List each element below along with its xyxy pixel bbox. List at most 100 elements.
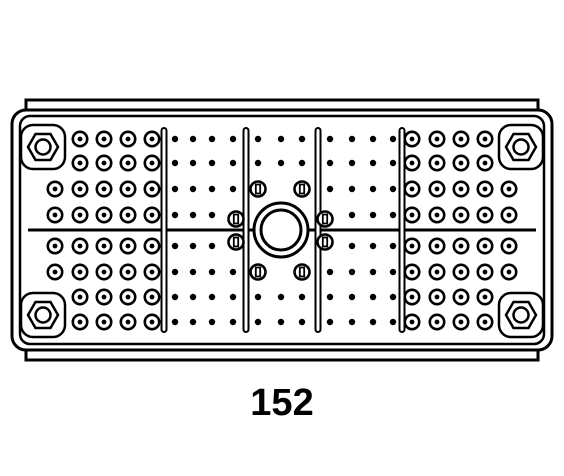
contact-center-l6 bbox=[125, 160, 131, 166]
contact-center-l0 bbox=[77, 136, 83, 142]
contact-center-l34 bbox=[125, 319, 131, 325]
pin-15 bbox=[254, 159, 262, 167]
contact-center-r10 bbox=[458, 186, 464, 192]
pin-55 bbox=[277, 293, 285, 301]
pin-71 bbox=[389, 318, 397, 326]
key-slot-3 bbox=[232, 213, 240, 225]
mounting-hex-nuts bbox=[19, 123, 545, 339]
pin-53 bbox=[229, 293, 237, 301]
key-6 bbox=[316, 233, 334, 251]
pin-66 bbox=[277, 318, 285, 326]
contact-center-r31 bbox=[482, 294, 488, 300]
contact-center-r2 bbox=[458, 136, 464, 142]
pin-12 bbox=[189, 159, 197, 167]
pin-36 bbox=[171, 242, 179, 250]
key-slot-5 bbox=[232, 236, 240, 248]
contact-center-l27 bbox=[149, 269, 155, 275]
key-slot-2 bbox=[298, 183, 306, 195]
contact-center-l30 bbox=[125, 294, 131, 300]
pin-4 bbox=[254, 135, 262, 143]
pin-20 bbox=[369, 159, 377, 167]
pin-39 bbox=[348, 242, 356, 250]
contact-center-r11 bbox=[482, 186, 488, 192]
contact-center-l28 bbox=[77, 294, 83, 300]
divider-bar-4 bbox=[398, 127, 406, 333]
pin-50 bbox=[171, 293, 179, 301]
pin-57 bbox=[326, 293, 334, 301]
contact-center-l17 bbox=[149, 212, 155, 218]
pin-60 bbox=[389, 293, 397, 301]
pin-64 bbox=[229, 318, 237, 326]
contact-center-r26 bbox=[482, 269, 488, 275]
pin-7 bbox=[326, 135, 334, 143]
vertical-dividers bbox=[160, 127, 406, 333]
contact-center-l32 bbox=[77, 319, 83, 325]
pin-38 bbox=[208, 242, 216, 250]
pin-28 bbox=[369, 185, 377, 193]
pin-23 bbox=[189, 185, 197, 193]
contact-center-r19 bbox=[434, 243, 440, 249]
contact-center-r33 bbox=[434, 319, 440, 325]
pin-51 bbox=[189, 293, 197, 301]
pin-1 bbox=[189, 135, 197, 143]
pin-6 bbox=[298, 135, 306, 143]
pin-56 bbox=[298, 293, 306, 301]
key-4 bbox=[316, 210, 334, 228]
contact-center-r6 bbox=[458, 160, 464, 166]
key-5 bbox=[227, 233, 245, 251]
contact-center-l11 bbox=[125, 186, 131, 192]
hex-nut-2 bbox=[497, 123, 545, 171]
contact-center-r25 bbox=[458, 269, 464, 275]
key-slot-7 bbox=[254, 266, 262, 278]
pin-44 bbox=[208, 268, 216, 276]
divider-bar-1 bbox=[160, 127, 168, 333]
nut-bore-2 bbox=[512, 138, 530, 156]
contact-center-l25 bbox=[101, 269, 107, 275]
contact-center-r1 bbox=[434, 136, 440, 142]
contact-center-r5 bbox=[434, 160, 440, 166]
pin-45 bbox=[229, 268, 237, 276]
contact-center-l8 bbox=[52, 186, 58, 192]
contact-center-l12 bbox=[149, 186, 155, 192]
key-1 bbox=[249, 180, 267, 198]
contact-center-l10 bbox=[101, 186, 107, 192]
contact-center-r20 bbox=[458, 243, 464, 249]
contact-center-l20 bbox=[101, 243, 107, 249]
contact-center-l7 bbox=[149, 160, 155, 166]
contact-center-l33 bbox=[101, 319, 107, 325]
contact-center-r21 bbox=[482, 243, 488, 249]
contact-center-r18 bbox=[409, 243, 415, 249]
pin-67 bbox=[298, 318, 306, 326]
pin-25 bbox=[229, 185, 237, 193]
contact-center-r14 bbox=[434, 212, 440, 218]
pin-48 bbox=[369, 268, 377, 276]
pin-5 bbox=[277, 135, 285, 143]
pin-18 bbox=[326, 159, 334, 167]
pin-19 bbox=[348, 159, 356, 167]
contact-center-r23 bbox=[409, 269, 415, 275]
pin-40 bbox=[369, 242, 377, 250]
pin-29 bbox=[389, 185, 397, 193]
pin-11 bbox=[171, 159, 179, 167]
hex-nut-4 bbox=[497, 291, 545, 339]
contact-center-r8 bbox=[409, 186, 415, 192]
pin-61 bbox=[171, 318, 179, 326]
contact-center-l35 bbox=[149, 319, 155, 325]
left-contact-field bbox=[46, 130, 161, 331]
pin-14 bbox=[229, 159, 237, 167]
contact-center-l14 bbox=[77, 212, 83, 218]
contact-center-l5 bbox=[101, 160, 107, 166]
contact-center-r32 bbox=[409, 319, 415, 325]
pin-41 bbox=[389, 242, 397, 250]
contact-center-l21 bbox=[125, 243, 131, 249]
contact-center-r3 bbox=[482, 136, 488, 142]
contact-center-r16 bbox=[482, 212, 488, 218]
pin-17 bbox=[298, 159, 306, 167]
key-slot-8 bbox=[298, 266, 306, 278]
pin-16 bbox=[277, 159, 285, 167]
nut-bore-4 bbox=[512, 306, 530, 324]
pin-9 bbox=[369, 135, 377, 143]
contact-center-l1 bbox=[101, 136, 107, 142]
contact-center-r9 bbox=[434, 186, 440, 192]
